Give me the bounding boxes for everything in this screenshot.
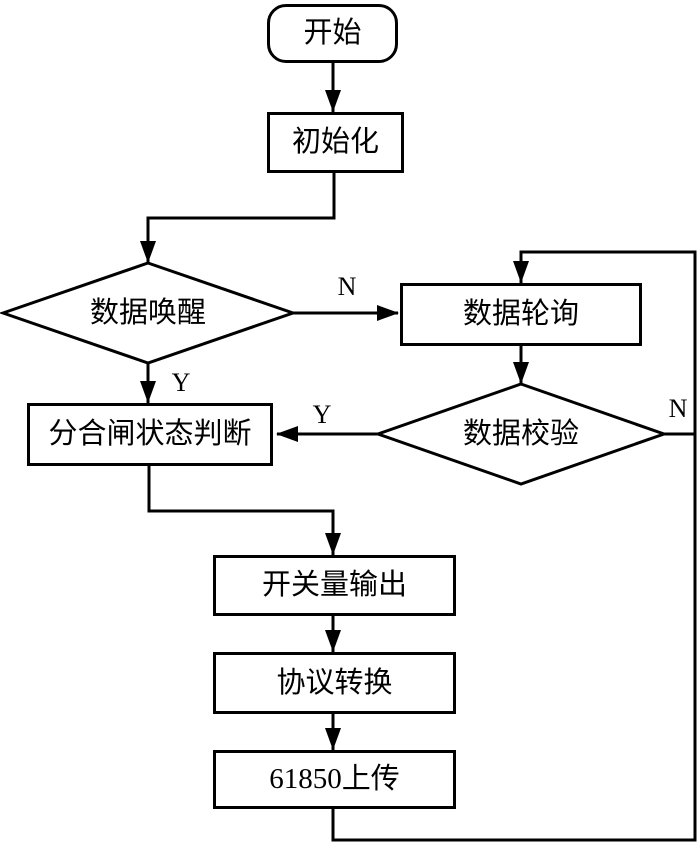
arrowhead-init-wake [140,241,156,263]
node-wake-label: 数据唤醒 [89,296,206,329]
arrowhead-state-output [325,533,341,555]
arrowhead-wake-state [140,381,156,403]
edge-label-wake-yes: Y [171,368,191,397]
arrowhead-start-init [325,90,341,112]
node-poll: 数据轮询 [400,283,642,346]
edge-label-verify-no: N [668,394,688,423]
node-poll-label: 数据轮询 [462,298,579,330]
edge-label-verify-yes: Y [312,400,332,429]
edge-upload-poll-loop [331,250,697,842]
node-state-label: 分合闸状态判断 [48,418,252,450]
node-start: 开始 [267,4,398,63]
node-upload: 61850上传 [213,750,456,809]
arrowhead-loop-poll [513,261,529,283]
arrowhead-wake-poll [377,305,399,321]
node-verify-label: 数据校验 [462,417,579,450]
edge-state-output [147,465,335,555]
node-protocol-label: 协议转换 [276,666,393,699]
arrowhead-verify-state [276,426,298,442]
arrowhead-protocol-upload [325,728,341,750]
decision-wake-shape [0,261,298,365]
decision-verify-shape [373,382,669,486]
node-init: 初始化 [267,112,404,173]
node-state: 分合闸状态判断 [27,403,273,466]
arrowhead-poll-verify [513,362,529,384]
edge-init-wake [146,172,336,263]
edge-label-wake-no: N [337,272,357,301]
node-init-label: 初始化 [291,126,379,158]
node-upload-label: 61850上传 [269,763,400,795]
node-start-label: 开始 [303,17,362,49]
node-output-label: 开关量输出 [261,569,407,601]
arrowhead-output-protocol [325,630,341,652]
node-output: 开关量输出 [213,555,456,616]
node-protocol: 协议转换 [213,652,456,714]
